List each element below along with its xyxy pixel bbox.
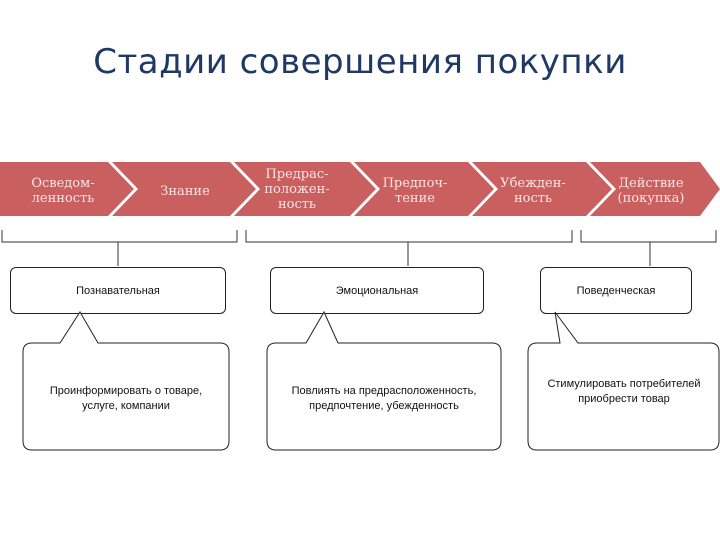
stage-arrow-4 [354, 162, 494, 216]
goal-callouts [22, 310, 720, 451]
category-box-emotional: Эмоциональная [270, 267, 484, 314]
stage-brackets [1, 230, 717, 266]
goal-text-emotional: Повлиять на предрасположенность, предпоч… [291, 385, 477, 412]
stages-chevron-band [0, 162, 720, 216]
stage-arrow-2 [112, 162, 256, 216]
diagram-title: Стадии совершения покупки [93, 42, 627, 82]
goal-text-behavioral: Стимулировать потребителей приобрести то… [547, 378, 701, 405]
stage-arrow-3 [234, 162, 376, 216]
goal-text-cognitive: Проинформировать о товаре, услуге, компа… [49, 385, 203, 412]
stage-label-awareness: Осведом- ленность [31, 176, 95, 206]
goal-callout-cognitive [22, 311, 230, 451]
stage-arrow-6 [590, 162, 720, 216]
stage-label-conviction: Убежден- ность [500, 176, 566, 206]
goal-callout-behavioral [527, 311, 720, 451]
stage-label-preference: Предпоч- тение [382, 176, 448, 206]
stage-label-action: Действие (покупка) [617, 176, 685, 206]
bracket-emotional [245, 230, 573, 266]
bracket-cognitive [1, 230, 238, 266]
category-label: Познавательная [76, 284, 160, 297]
stage-label-predisposition: Предрас- положен- ность [264, 167, 330, 212]
stage-label-knowledge: Знание [160, 184, 210, 199]
category-label: Поведенческая [576, 284, 656, 297]
goal-callout-emotional [266, 310, 502, 451]
stage-arrow-5 [472, 162, 612, 216]
bracket-behavioral [580, 230, 717, 266]
category-box-behavioral: Поведенческая [540, 267, 692, 314]
stage-arrow-1 [0, 162, 134, 216]
category-label: Эмоциональная [335, 284, 419, 297]
category-box-cognitive: Познавательная [10, 267, 226, 314]
